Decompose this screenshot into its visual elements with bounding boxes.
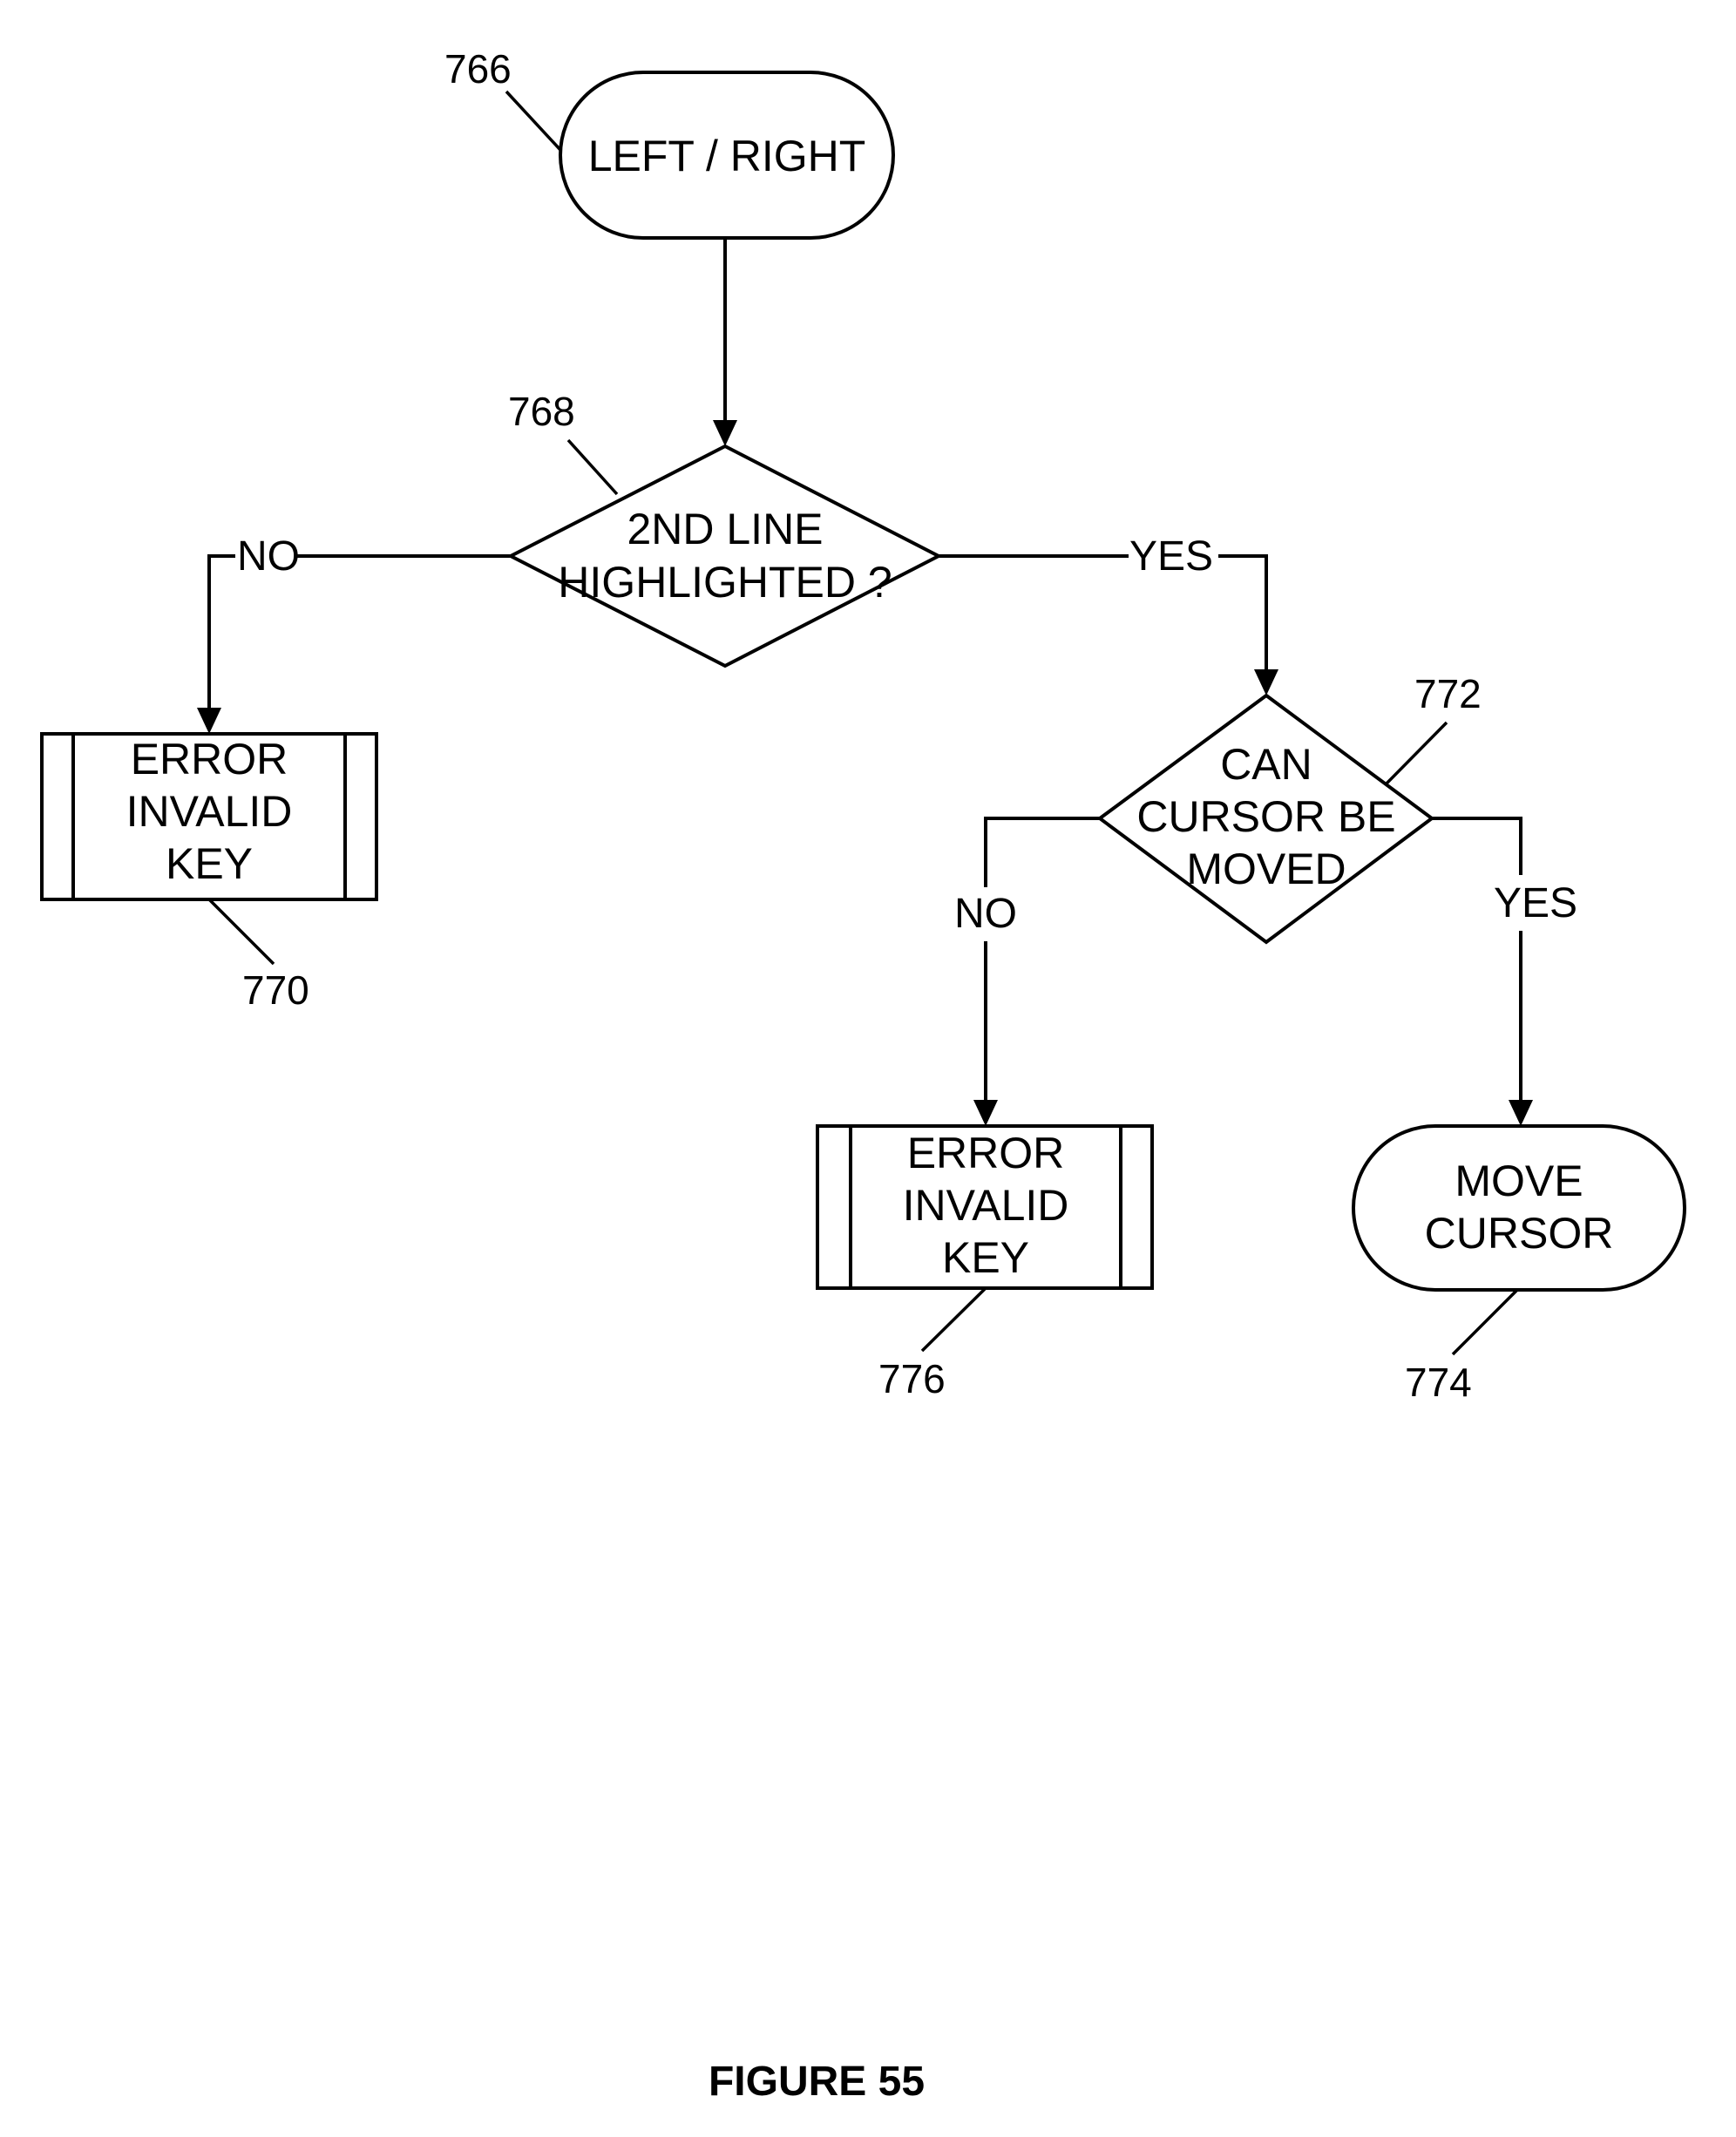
- leader-772: [1384, 721, 1448, 786]
- decision-772-line-1: CAN: [1220, 740, 1312, 789]
- leader-776: [920, 1286, 987, 1353]
- ref-774: 774: [1405, 1360, 1472, 1405]
- leader-768: [566, 438, 619, 496]
- decision-second-line-highlighted: [506, 444, 943, 668]
- ref-772: 772: [1414, 671, 1482, 716]
- leader-770: [207, 898, 275, 966]
- ref-766: 766: [444, 46, 512, 92]
- branch-label-772-yes: YES: [1494, 880, 1577, 926]
- arrowhead-772-yes: [1509, 1100, 1533, 1126]
- decision-772-line-3: MOVED: [1186, 845, 1346, 893]
- terminal-774-line-1: MOVE: [1455, 1157, 1583, 1205]
- decision-768-line-1: 2ND LINE: [627, 505, 823, 553]
- process-770-line-2: INVALID: [126, 787, 293, 836]
- start-terminal-label: LEFT / RIGHT: [588, 132, 866, 180]
- process-776-inner-bars: [849, 1126, 1122, 1288]
- process-776-line-1: ERROR: [907, 1129, 1065, 1177]
- leader-774: [1451, 1288, 1519, 1356]
- branch-label-768-yes: YES: [1129, 533, 1213, 580]
- ref-770: 770: [242, 967, 309, 1013]
- figure-caption: FIGURE 55: [709, 2059, 925, 2105]
- arrowhead-start-to-decision: [713, 420, 737, 446]
- process-770-line-3: KEY: [166, 839, 253, 888]
- branch-label-772-no: NO: [954, 891, 1017, 937]
- arrowhead-768-yes: [1254, 669, 1278, 695]
- connector-768-no: [207, 554, 511, 710]
- connector-772-no: [984, 817, 1100, 1102]
- terminal-774-line-2: CURSOR: [1425, 1209, 1614, 1258]
- connector-768-yes: [939, 554, 1268, 671]
- ref-768: 768: [508, 389, 575, 434]
- process-770-inner-bars: [71, 734, 347, 899]
- connector-772-yes: [1432, 817, 1522, 1102]
- process-770-line-1: ERROR: [131, 735, 288, 784]
- process-776-line-3: KEY: [942, 1233, 1029, 1282]
- branch-label-768-no: NO: [237, 533, 300, 580]
- leader-766: [505, 90, 562, 152]
- ref-776: 776: [878, 1356, 946, 1401]
- decision-772-line-2: CURSOR BE: [1136, 792, 1395, 841]
- arrowhead-768-no: [197, 708, 221, 734]
- decision-can-cursor-be-moved: [1096, 693, 1435, 945]
- move-cursor-terminal: [1352, 1124, 1686, 1292]
- process-776-line-2: INVALID: [903, 1181, 1069, 1230]
- decision-768-line-2: HIGHLIGHTED ?: [558, 558, 892, 607]
- arrowhead-772-no: [973, 1100, 998, 1126]
